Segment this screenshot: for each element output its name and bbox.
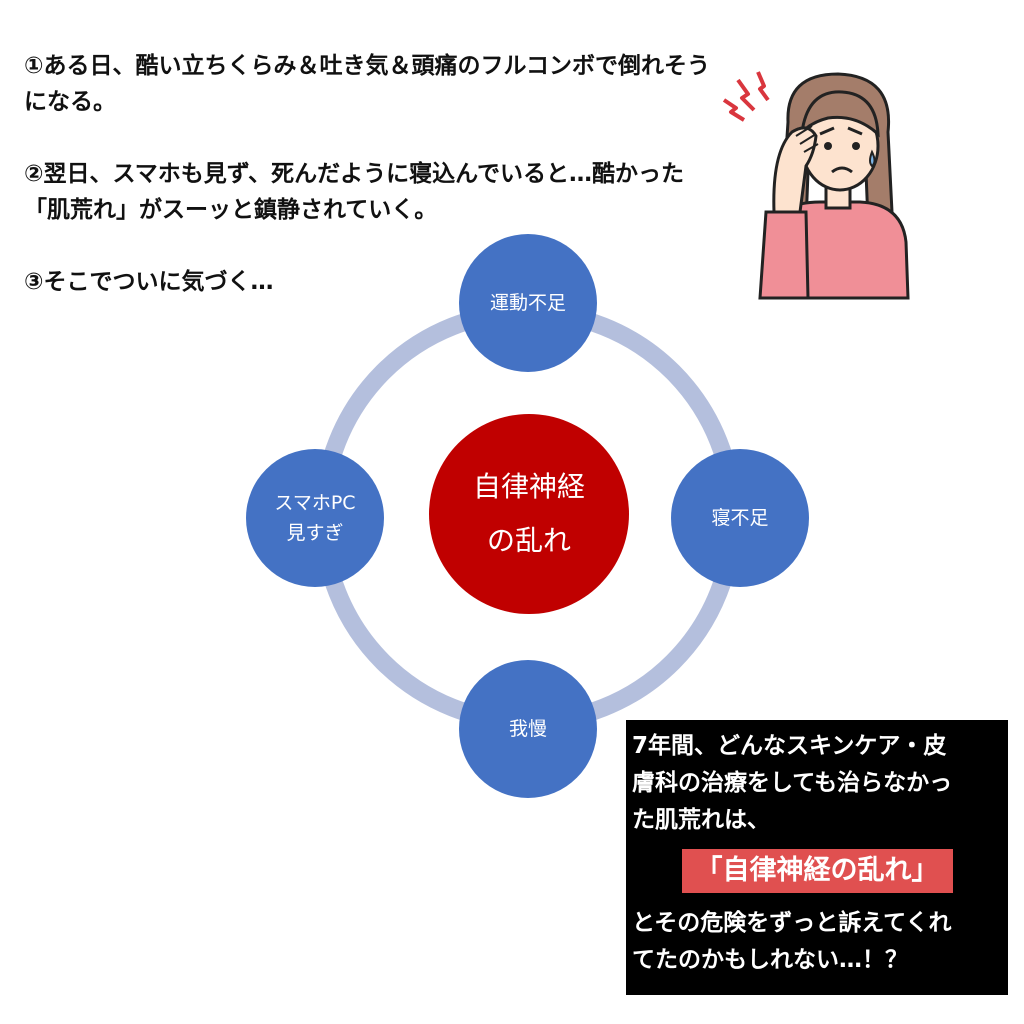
headache-woman-icon (722, 71, 910, 300)
intro-step-3: ③そこでついに気づく… (24, 269, 274, 295)
intro-text: ①ある日、酷い立ちくらみ＆吐き気＆頭痛のフルコンボで倒れそうになる。 ②翌日、ス… (24, 48, 714, 300)
node-label-line-2: 見すぎ (286, 522, 344, 544)
callout-line-1: 7年間、どんなスキンケア・皮 (632, 733, 947, 759)
node-lack-of-sleep: 寝不足 (671, 449, 809, 587)
node-label: 寝不足 (711, 507, 769, 529)
node-too-much-screen: スマホPC 見すぎ (246, 449, 384, 587)
conclusion-callout: 7年間、どんなスキンケア・皮 膚科の治療をしても治らなかっ た肌荒れは、 「自律… (626, 720, 1008, 995)
node-label: 我慢 (508, 718, 547, 740)
callout-line-2: 膚科の治療をしても治らなかっ (632, 770, 953, 796)
callout-line-5: てたのかもしれない…！？ (632, 947, 908, 973)
callout-highlight: 「自律神経の乱れ」 (681, 849, 953, 893)
node-autonomic-imbalance: 自律神経 の乱れ (429, 414, 629, 614)
node-endurance: 我慢 (459, 660, 597, 798)
center-label-line-2: の乱れ (486, 524, 571, 557)
center-label-line-1: 自律神経 (472, 470, 585, 503)
callout-line-3: た肌荒れは、 (632, 807, 770, 833)
intro-step-1: ①ある日、酷い立ちくらみ＆吐き気＆頭痛のフルコンボで倒れそうになる。 (24, 53, 711, 115)
node-label: 運動不足 (489, 292, 566, 314)
intro-step-2: ②翌日、スマホも見ず、死んだように寝込んでいると…酷かった「肌荒れ」がスーッと鎮… (24, 161, 685, 223)
node-lack-of-exercise: 運動不足 (459, 234, 597, 372)
callout-line-4: とその危険をずっと訴えてくれ (632, 910, 952, 936)
node-label-line-1: スマホPC (274, 492, 356, 514)
